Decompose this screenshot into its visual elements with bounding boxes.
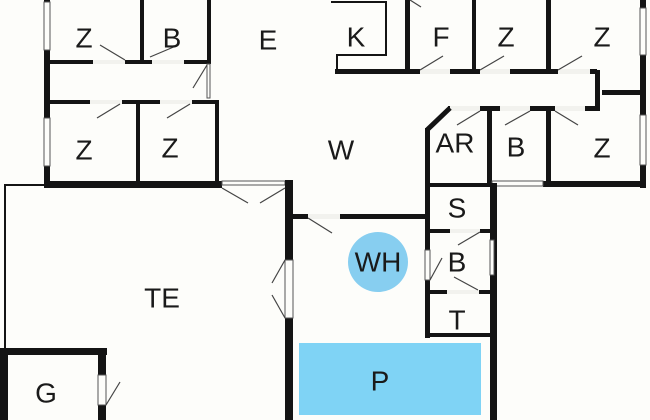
room-label-bedroom: Z: [593, 22, 610, 53]
room-label-utility: AR: [436, 128, 475, 159]
room-label-pool: P: [371, 366, 390, 397]
door-swings: [96, 0, 583, 406]
room-labels: Z B E K F Z Z Z Z W AR B Z S WH B T TE P…: [35, 22, 610, 409]
room-label-bathroom: B: [163, 23, 182, 54]
room-label-bathroom: B: [448, 247, 467, 278]
room-label-bedroom: Z: [75, 23, 92, 54]
pool-shape: [299, 343, 481, 415]
whirlpool-shape: [348, 232, 408, 292]
room-label-sauna: S: [448, 193, 467, 224]
room-label-bedroom: Z: [497, 22, 514, 53]
room-label-entrance: E: [259, 25, 278, 56]
room-label-living: W: [328, 135, 355, 166]
room-label-f: F: [432, 22, 449, 53]
room-label-whirlpool: WH: [355, 247, 402, 278]
room-label-terrace: TE: [144, 283, 180, 314]
room-label-bedroom: Z: [161, 133, 178, 164]
room-label-bedroom: Z: [75, 135, 92, 166]
room-label-kitchen: K: [347, 22, 366, 53]
room-label-garage: G: [35, 378, 57, 409]
room-label-bathroom: B: [507, 132, 526, 163]
room-label-bedroom: Z: [593, 133, 610, 164]
room-label-toilet: T: [448, 305, 465, 336]
